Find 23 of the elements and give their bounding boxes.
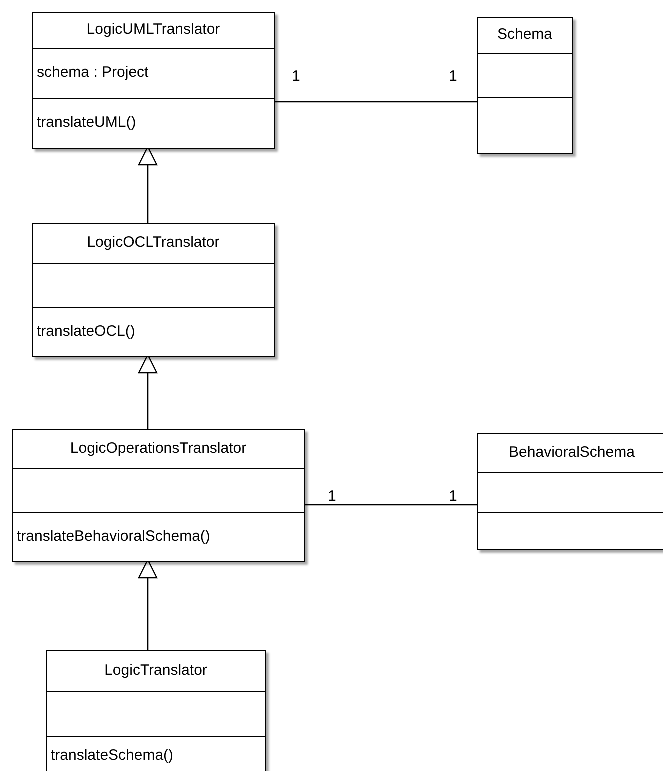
class-name: LogicOCLTranslator — [87, 233, 220, 254]
multiplicity-label: 1 — [292, 69, 300, 84]
class-box — [477, 433, 663, 550]
multiplicity-label: 1 — [449, 489, 458, 504]
class-box — [32, 223, 275, 357]
class-name: BehavioralSchema — [509, 442, 635, 463]
class-operation: translateSchema() — [51, 746, 174, 766]
class-box — [12, 429, 305, 562]
class-box — [477, 17, 573, 154]
class-name: Schema — [497, 25, 553, 46]
class-name: LogicUMLTranslator — [86, 20, 220, 40]
class-attribute: schema : Project — [37, 63, 149, 84]
multiplicity-label: 1 — [449, 69, 458, 84]
multiplicity-label: 1 — [328, 489, 336, 504]
class-operation: translateBehavioralSchema() — [17, 526, 210, 547]
class-name: LogicTranslator — [104, 660, 208, 681]
class-operation: translateOCL() — [37, 322, 136, 342]
class-box — [46, 650, 266, 771]
class-name: LogicOperationsTranslator — [70, 438, 247, 459]
association-line — [275, 101, 477, 103]
class-box — [32, 12, 275, 149]
class-operation: translateUML() — [37, 113, 136, 134]
association-line — [305, 504, 477, 506]
